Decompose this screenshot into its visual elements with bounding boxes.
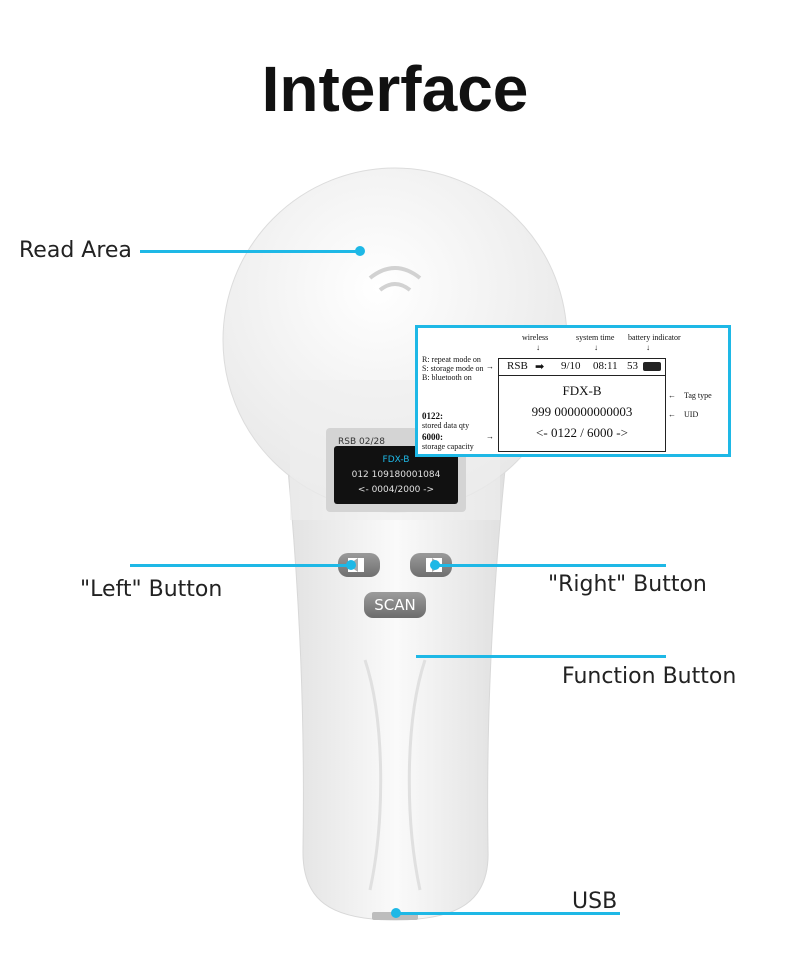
bar-date: 9/10 [561, 360, 581, 372]
arrow-right-icon: → [486, 432, 494, 441]
arrow-right-icon: → [486, 362, 494, 371]
bar-num: 53 [627, 360, 638, 372]
inset-tag-type: FDX-B [562, 383, 602, 398]
stored-qty-value: 0122: [422, 411, 443, 421]
arrow-left-icon: ← [668, 410, 676, 419]
device-screen-uid: 012 109180001084 [351, 470, 441, 480]
label-battery-indicator: battery indicator [628, 333, 681, 342]
capacity-value: 6000: [422, 432, 443, 442]
callout-line-left-button [130, 564, 352, 567]
callout-right-button: "Right" Button [548, 572, 707, 597]
battery-icon [643, 362, 661, 371]
arrow-down-icon: ↓ [536, 343, 540, 352]
callout-line-read-area [140, 250, 362, 253]
screen-zoom-inset: wireless system time battery indicator ↓… [415, 325, 731, 457]
page-title: Interface [261, 53, 529, 125]
mode-b: B: bluetooth on [422, 373, 472, 382]
arrow-down-icon: ↓ [646, 343, 650, 352]
arrow-down-icon: ↓ [594, 343, 598, 352]
callout-left-button: "Left" Button [80, 577, 223, 602]
callout-function-button: Function Button [562, 664, 737, 689]
arrow-left-icon: ← [668, 391, 676, 400]
inset-status-bar: RSB ➡ 9/10 08:11 53 [499, 359, 665, 376]
mode-s: S: storage mode on [422, 364, 484, 373]
mode-r: R: repeat mode on [422, 355, 481, 364]
label-tag-type: Tag type [684, 391, 712, 400]
callout-line-usb [396, 912, 620, 915]
callout-read-area: Read Area [19, 238, 132, 263]
inset-screen: RSB ➡ 9/10 08:11 53 FDX-B 999 0000000000… [498, 358, 666, 452]
callout-dot-usb [391, 908, 401, 918]
left-button[interactable] [338, 553, 380, 577]
label-system-time: system time [576, 333, 615, 342]
callout-dot-left-button [346, 560, 356, 570]
wireless-arrow-icon: ➡ [535, 361, 545, 373]
callout-dot-right-button [430, 560, 440, 570]
device-screen-tag-type: FDX-B [382, 455, 410, 465]
scan-button[interactable]: SCAN [364, 592, 426, 618]
stored-qty-label: stored data qty [422, 421, 470, 430]
capacity-label: storage capacity [422, 442, 474, 451]
bar-time: 08:11 [593, 360, 618, 372]
callout-usb: USB [572, 889, 618, 914]
callout-line-function-button [416, 655, 666, 658]
device-screen-nav: <- 0004/2000 -> [357, 485, 435, 495]
callout-dot-read-area [355, 246, 365, 256]
label-wireless: wireless [522, 333, 549, 342]
callout-line-right-button [434, 564, 666, 567]
bar-rsb: RSB [507, 360, 528, 372]
inset-nav: <- 0122 / 6000 -> [536, 425, 628, 440]
nfc-wave-icon [368, 266, 422, 292]
label-uid: UID [684, 410, 699, 419]
device-screen-status: RSB 02/28 [338, 437, 385, 447]
inset-uid: 999 000000000003 [531, 404, 633, 419]
